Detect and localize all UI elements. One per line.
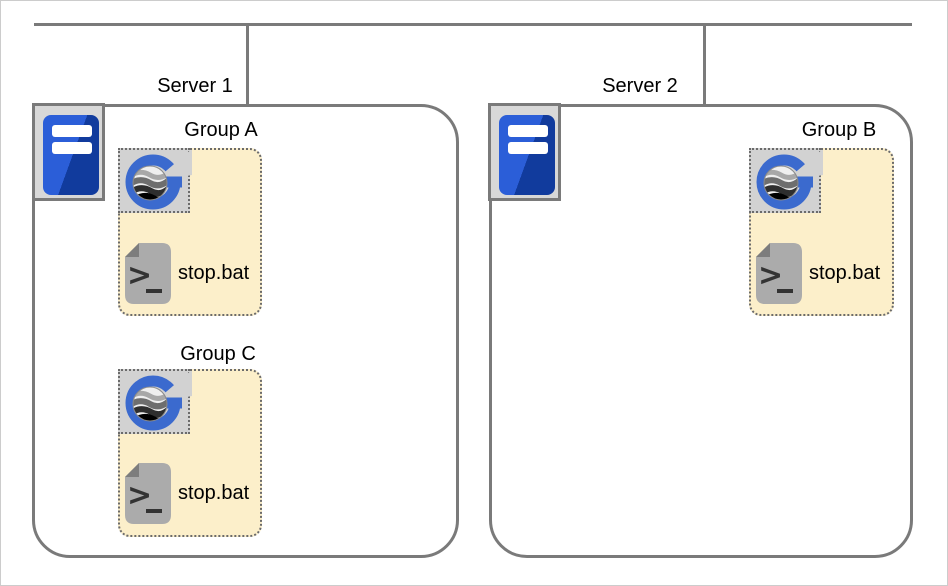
batch-terminal-file-icon — [755, 242, 803, 305]
globe-g-logo-icon — [118, 148, 190, 213]
server-tower-icon — [488, 103, 561, 201]
network-trunk-line — [34, 23, 912, 26]
server-drive-bay — [52, 142, 92, 154]
batch-file-name: stop.bat — [178, 262, 250, 284]
server-drive-bay — [508, 142, 548, 154]
batch-file-item: stop.bat — [124, 462, 249, 525]
batch-file-item: stop.bat — [755, 242, 880, 305]
server-drive-bay — [52, 125, 92, 137]
batch-file-name: stop.bat — [809, 262, 881, 284]
server1-label: Server 1 — [157, 75, 233, 97]
globe-g-logo-icon — [749, 148, 821, 213]
globe-g-logo-icon — [118, 369, 190, 434]
server-tower-icon — [32, 103, 105, 201]
group-b-label: Group B — [801, 119, 877, 141]
batch-terminal-file-icon — [124, 242, 172, 305]
server-tower-body — [43, 115, 99, 195]
server-tower-body — [499, 115, 555, 195]
batch-file-name: stop.bat — [178, 482, 250, 504]
server2-connector-line — [703, 23, 706, 104]
batch-file-item: stop.bat — [124, 242, 249, 305]
server1-connector-line — [246, 23, 249, 104]
server2-label: Server 2 — [602, 75, 678, 97]
group-c-label: Group C — [180, 343, 256, 365]
server-drive-bay — [508, 125, 548, 137]
group-a-label: Group A — [184, 119, 258, 141]
batch-terminal-file-icon — [124, 462, 172, 525]
